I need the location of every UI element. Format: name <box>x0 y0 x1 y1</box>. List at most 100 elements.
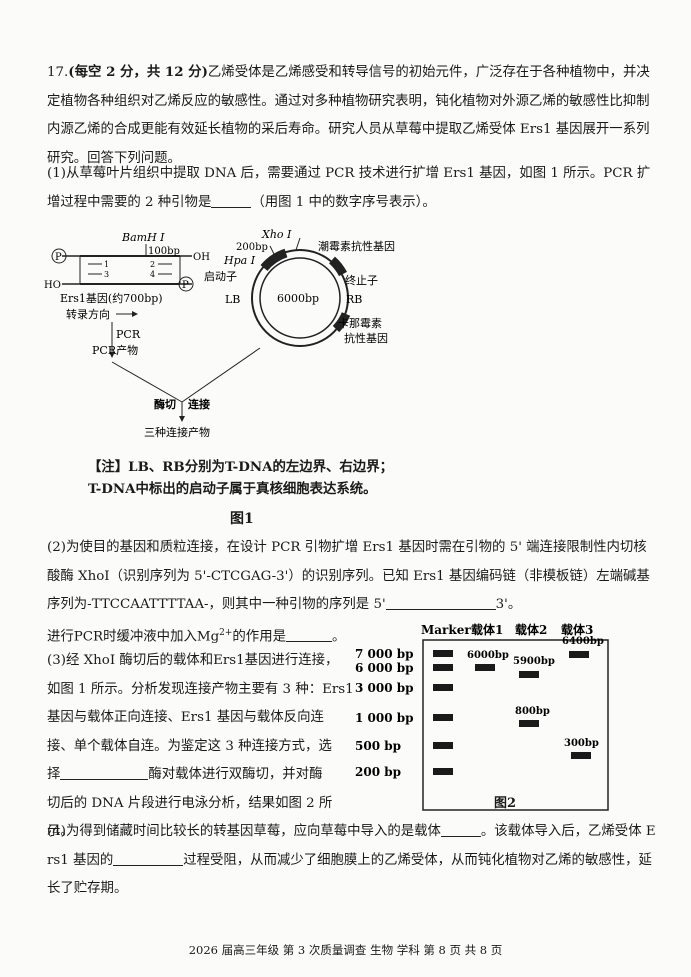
lane2-band-label-5900: 5900bp <box>513 656 555 667</box>
marker-1000-label: 1 000 bp <box>355 711 414 725</box>
figure1-diagram: P P OH HO BamH I 100bp 1 3 2 4 Ers1基因(约7… <box>44 228 395 439</box>
phosphate-label-right: P <box>182 280 189 291</box>
marker-500-label: 500 bp <box>355 739 401 753</box>
part2-mg-text-b: 的作用是 <box>232 629 286 645</box>
lane-marker-label: Marker <box>421 623 471 637</box>
terminator-label: 终止子 <box>345 273 378 287</box>
primer-4-label: 4 <box>150 270 155 279</box>
part1-text: (1)从草莓叶片组织中提取 DNA 后，需要通过 PCR 技术进行扩增 Ers1… <box>47 166 651 210</box>
lane3-band-300 <box>571 752 591 759</box>
lane2-band-5900 <box>519 671 539 678</box>
answer-blank-1[interactable] <box>211 193 252 208</box>
hpai-site <box>269 245 277 259</box>
marker-band-3000 <box>433 684 453 691</box>
part3-line-6: 切后的 DNA 片段进行电泳分析，结果如图 2 所示。 <box>47 795 333 840</box>
answer-blank-5[interactable] <box>440 822 481 837</box>
part3-line-4: 接、单个载体自连。为鉴定这 3 种连接方式，选 <box>47 738 332 754</box>
answer-blank-4[interactable] <box>60 765 149 780</box>
marker-7000-label: 7 000 bp <box>355 647 414 661</box>
bp200-label: 200bp <box>236 242 268 253</box>
question-intro: 17.(每空 2 分，共 12 分)乙烯受体是乙烯感受和转导信号的初始元件，广泛… <box>47 58 657 173</box>
figure1-caption: 图1 <box>230 511 254 527</box>
marker-6000-label: 6 000 bp <box>355 661 414 675</box>
question-score: (每空 2 分，共 12 分) <box>68 64 208 80</box>
phosphate-circle-left <box>51 248 67 264</box>
kanamycin-label-2: 抗性基因 <box>344 331 388 345</box>
figure1-note: 【注】LB、RB分别为T-DNA的左边界、右边界； T-DNA中标出的启动子属于… <box>88 456 393 500</box>
part2-text-b: 3'。 <box>495 597 522 612</box>
part3: (3)经 XhoI 酶切后的载体和Ers1基因进行连接， 如图 1 所示。分析发… <box>47 647 357 847</box>
gel-frame <box>422 639 609 811</box>
part3-line-5: 择酶对载体进行双酶切，并对酶 <box>47 761 357 790</box>
lane1-band-label: 6000bp <box>467 650 509 661</box>
marker-200-label: 200 bp <box>355 765 401 779</box>
promoter-segment <box>260 248 288 272</box>
part2-mg-period: 。 <box>331 629 346 645</box>
marker-band-200 <box>433 768 453 775</box>
lb-label: LB <box>225 293 240 306</box>
marker-band-7000 <box>433 650 453 657</box>
three-products-label: 三种连接产物 <box>144 425 210 439</box>
phosphate-circle-right <box>178 276 194 292</box>
part2-text: (2)为使目的基因和质粒连接，在设计 PCR 引物扩增 Ers1 基因时需在引物… <box>47 540 650 612</box>
plasmid-inner <box>259 257 341 339</box>
figure2-caption: 图2 <box>494 796 517 811</box>
part3-line-5-a: 择 <box>47 767 61 782</box>
primer-1-label: 1 <box>104 260 109 269</box>
kanamycin-segment <box>332 312 351 333</box>
terminator-segment <box>328 256 347 277</box>
xhoi-label: Xho I <box>261 228 292 241</box>
lane1-band-6000 <box>475 664 495 671</box>
lane3-band-6400 <box>569 651 589 658</box>
answer-blank-6[interactable] <box>113 851 184 866</box>
lane-3-label: 载体3 <box>561 622 593 637</box>
lane-2-label: 载体2 <box>515 622 547 637</box>
answer-blank-3[interactable] <box>285 627 332 643</box>
lane2-band-800 <box>519 720 539 727</box>
hpai-label: Hpa I <box>223 254 256 267</box>
primer-2-label: 2 <box>150 260 155 269</box>
primer-3-label: 3 <box>104 270 109 279</box>
part3-line-2: 如图 1 所示。分析发现连接产物主要有 3 种：Ers1 <box>47 681 354 697</box>
bp100-label: 100bp <box>148 246 180 257</box>
marker-3000-label: 3 000 bp <box>355 681 414 695</box>
plasmid-size-label: 6000bp <box>277 292 319 305</box>
bamhi-label: BamH I <box>121 231 165 244</box>
lane2-band-label-800: 800bp <box>515 706 550 717</box>
hygromycin-label: 潮霉素抗性基因 <box>318 239 395 253</box>
oh-label: OH <box>193 252 210 263</box>
merge-line-left <box>111 361 183 403</box>
rb-label: RB <box>346 293 362 306</box>
digest-label: 酶切 <box>154 397 176 411</box>
note-line-2: T-DNA中标出的启动子属于真核细胞表达系统。 <box>88 481 377 497</box>
pcr-product-label: PCR产物 <box>92 343 138 357</box>
part2: (2)为使目的基因和质粒连接，在设计 PCR 引物扩增 Ers1 基因时需在引物… <box>47 534 657 620</box>
part2-mg-text: 进行PCR时缓冲液中加入Mg <box>47 629 220 645</box>
xhoi-site <box>295 237 301 251</box>
part4-text: (4)为得到储藏时间比较长的转基因草莓，应向草莓中导入的是载体 <box>47 824 441 839</box>
ligate-label: 连接 <box>188 397 210 411</box>
lane-1-label: 载体1 <box>471 622 503 637</box>
kanamycin-label-1: 卡那霉素 <box>338 317 382 330</box>
part4-text-c: 过程受阻，从而减少了细胞膜上的乙烯受体，从而钝化植物对乙烯的敏感性，延长了贮存期… <box>47 852 652 897</box>
merge-line-right <box>181 347 261 403</box>
part4: (4)为得到储藏时间比较长的转基因草莓，应向草莓中导入的是载体。该载体导入后，乙… <box>47 818 657 904</box>
phosphate-label-left: P <box>55 252 62 263</box>
part1: (1)从草莓叶片组织中提取 DNA 后，需要通过 PCR 技术进行扩增 Ers1… <box>47 160 657 217</box>
plasmid-outer <box>251 249 349 347</box>
answer-blank-2[interactable] <box>385 595 496 610</box>
lane3-band-label-6400: 6400bp <box>562 636 604 647</box>
marker-band-1000 <box>433 714 453 721</box>
marker-band-6000 <box>433 664 453 671</box>
part1-text-end: （用图 1 中的数字序号表示）。 <box>251 194 436 210</box>
note-line-1: 【注】LB、RB分别为T-DNA的左边界、右边界； <box>88 459 393 475</box>
figure2-gel: Marker 载体1 载体2 载体3 7 000 bp 6 000 bp 3 0… <box>355 622 609 811</box>
marker-band-500 <box>433 742 453 749</box>
lane3-band-label-300: 300bp <box>564 738 599 749</box>
promoter-label: 启动子 <box>204 270 237 283</box>
part4-text-b: 。该载体导入后，乙烯受体 Ers1 基因的 <box>47 824 656 868</box>
part2-mg: 进行PCR时缓冲液中加入Mg2+的作用是。 <box>47 619 347 652</box>
direction-label: 转录方向 <box>66 307 110 321</box>
page-footer: 2026 届高三年级 第 3 次质量调查 生物 学科 第 8 页 共 8 页 <box>188 943 503 957</box>
part3-line-1: (3)经 XhoI 酶切后的载体和Ers1基因进行连接， <box>47 653 339 668</box>
